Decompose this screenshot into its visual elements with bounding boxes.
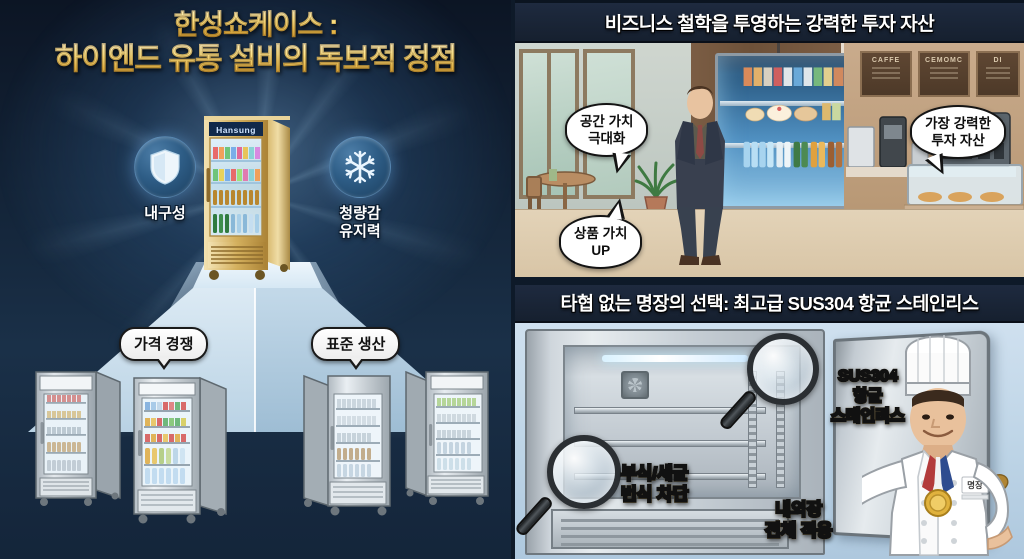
competitor-refrigerator — [303, 374, 391, 516]
tr-header-bar: 비즈니스 철학을 투영하는 강력한 투자 자산 — [515, 3, 1024, 43]
feature-icon-wrap — [329, 136, 391, 198]
panel-sus304: 타협 없는 명장의 선택: 최고급 SUS304 항균 스테인리스 — [515, 285, 1024, 559]
label-line-1: 부식/세균 — [620, 463, 690, 485]
feature-cooling-label-line1: 청량감 — [339, 205, 381, 222]
feature-icon-wrap — [134, 136, 196, 198]
magnifier-icon — [717, 333, 819, 432]
menu-board-1: CAFFE — [860, 51, 912, 97]
menu-board-2: CEMOMC — [918, 51, 970, 97]
tr-cafe-scene: CAFFE CEMOMC DI — [515, 43, 1024, 277]
chef-badge-text: 명장 — [967, 480, 983, 490]
magnifier-lens — [747, 333, 819, 405]
label-line-1: 내외장 — [774, 499, 824, 521]
competitor-refrigerator — [35, 370, 121, 506]
magnifier-lens — [547, 435, 621, 509]
callout-standard-production[interactable]: 표준 생산 — [311, 327, 401, 361]
competitor-refrigerator — [133, 376, 227, 524]
tr-businessman — [675, 86, 725, 265]
bubble-investment-asset[interactable]: 가장 강력한 투자 자산 — [910, 105, 1006, 179]
snowflake-icon — [345, 150, 375, 184]
bubble-product-value[interactable]: 상품 가치 UP — [559, 197, 643, 269]
title-line-1: 한성쇼케이스 : — [0, 8, 511, 41]
competitor-refrigerator — [405, 370, 489, 505]
feature-cooling[interactable]: 청량감 유지력 — [305, 136, 415, 241]
menu-board-3: DI — [976, 51, 1020, 97]
bubble-space-value[interactable]: 공간 가치 극대화 — [565, 103, 649, 176]
label-full-application: 내외장 전체 적용 — [764, 499, 834, 542]
feature-durability[interactable]: 내구성 — [110, 136, 220, 223]
bubble-tail — [606, 197, 628, 219]
label-corrosion-block: 부식/세균 번식 차단 — [620, 463, 690, 506]
bubble-line-2: UP — [591, 243, 611, 258]
callout-price-competition[interactable]: 가격 경쟁 — [119, 327, 209, 361]
shield-icon — [150, 149, 180, 185]
menu-board-text: CAFFE — [871, 57, 901, 64]
label-line-3: 스테인리스 — [830, 407, 906, 427]
bubble-line-2: 투자 자산 — [931, 133, 985, 148]
panel-hero-left: 한성쇼케이스 : 하이엔드 유통 설비의 독보적 정점 내구성 — [0, 0, 511, 559]
panel-investment-asset: 비즈니스 철학을 투영하는 강력한 투자 자산 — [515, 0, 1024, 277]
label-line-1: SUS304 — [837, 367, 899, 387]
br-stainless-scene: SUS304 항균 스테인리스 부식/세균 번식 차단 내외장 전체 적용 — [515, 323, 1024, 559]
bubble-line-2: 극대화 — [588, 131, 626, 146]
tr-case-contents — [743, 67, 844, 168]
br-bottom-vent — [551, 509, 789, 549]
br-header-title: 타협 없는 명장의 선택: 최고급 SUS304 항균 스테인리스 — [560, 293, 979, 314]
bubble-line-1: 가장 강력한 — [925, 116, 991, 131]
menu-board-text: DI — [993, 57, 1003, 64]
page-title: 한성쇼케이스 : 하이엔드 유통 설비의 독보적 정점 — [0, 8, 511, 79]
feature-cooling-label-line2: 유지력 — [339, 223, 381, 240]
tr-header-title: 비즈니스 철학을 투영하는 강력한 투자 자산 — [604, 13, 935, 35]
label-line-2: 항균 — [852, 387, 884, 407]
label-line-2: 전체 적용 — [764, 520, 834, 542]
feature-durability-label: 내구성 — [144, 205, 186, 222]
menu-board-text: CEMOMC — [925, 57, 963, 64]
magnifier-icon — [515, 435, 621, 538]
bubble-line-1: 공간 가치 — [580, 114, 634, 129]
br-fan-icon — [621, 371, 650, 399]
br-header-bar: 타협 없는 명장의 선택: 최고급 SUS304 항균 스테인리스 — [515, 285, 1024, 323]
bubble-line-1: 상품 가치 — [574, 226, 628, 241]
br-led-light — [602, 354, 748, 362]
chef-master-illustration: 명장 — [862, 335, 1013, 556]
feature-cooling-label: 청량감 유지력 — [305, 205, 415, 241]
bubble-tail — [610, 152, 632, 176]
label-line-2: 번식 차단 — [620, 484, 690, 506]
title-line-2: 하이엔드 유통 설비의 독보적 정점 — [0, 41, 511, 79]
hero-brand-text: Hansung — [216, 125, 256, 135]
label-sus304: SUS304 항균 스테인리스 — [830, 367, 906, 427]
hero-showcase-refrigerator[interactable]: Hansung — [198, 110, 294, 288]
